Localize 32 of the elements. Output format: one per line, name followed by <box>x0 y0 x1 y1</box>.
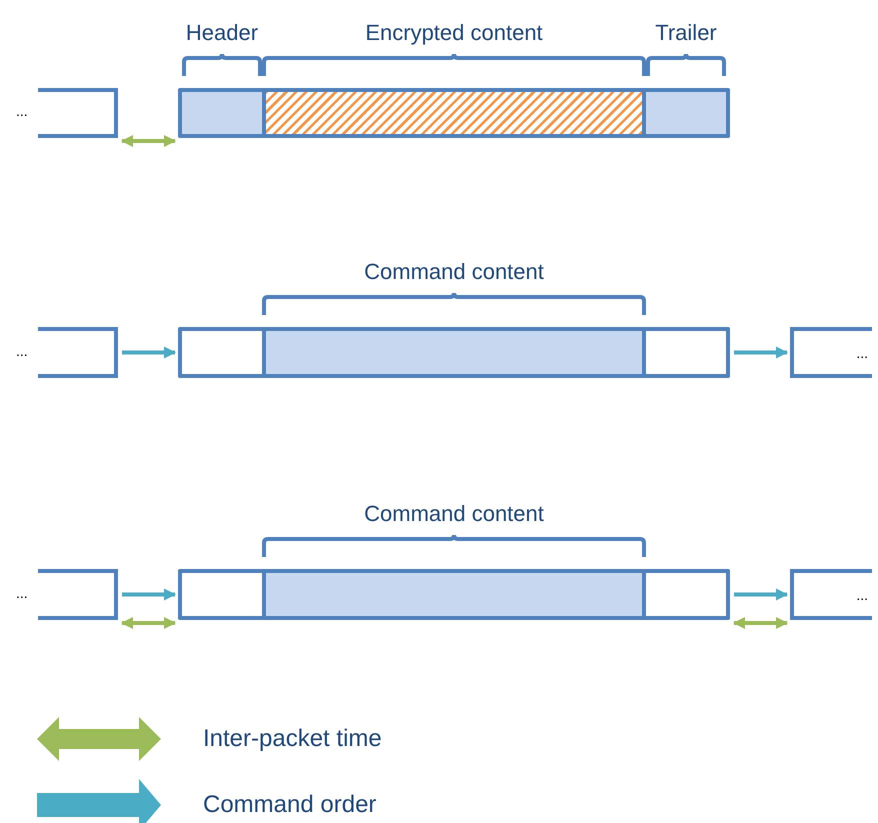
packet-field <box>182 92 262 134</box>
double-arrow <box>733 617 788 629</box>
field-label: Command content <box>364 501 544 527</box>
packet-stub <box>38 569 118 620</box>
arrow <box>122 346 176 358</box>
arrow <box>734 588 788 600</box>
packet-box <box>178 88 730 138</box>
legend-label: Inter-packet time <box>203 725 382 753</box>
packet-field <box>262 92 646 134</box>
packet-stub <box>790 569 872 620</box>
packet-stub <box>38 88 118 138</box>
packet-field <box>262 573 646 616</box>
arrow <box>734 346 788 358</box>
ellipsis: ... <box>856 344 868 360</box>
ellipsis: ... <box>856 586 868 602</box>
field-label: Trailer <box>655 20 717 46</box>
packet-stub <box>790 327 872 378</box>
field-label: Header <box>186 20 258 46</box>
arrow <box>122 588 176 600</box>
legend-label: Command order <box>203 791 376 819</box>
packet-field <box>262 331 646 374</box>
packet-box <box>178 569 730 620</box>
packet-stub <box>38 327 118 378</box>
packet-box <box>178 327 730 378</box>
field-label: Command content <box>364 259 544 285</box>
double-arrow <box>121 135 176 147</box>
ellipsis: ... <box>16 103 28 119</box>
ellipsis: ... <box>16 584 28 600</box>
packet-field <box>646 92 726 134</box>
field-label: Encrypted content <box>365 20 543 46</box>
ellipsis: ... <box>16 342 28 358</box>
double-arrow <box>121 617 176 629</box>
